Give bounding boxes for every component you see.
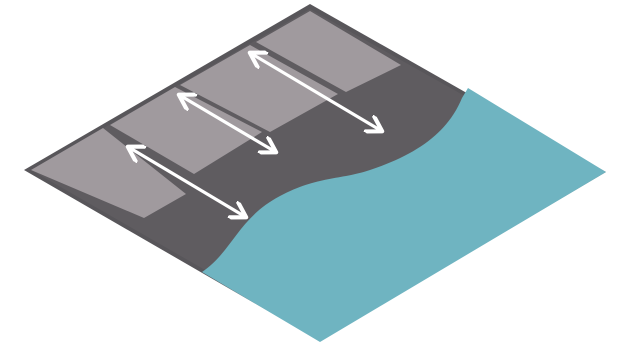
isometric-shoreline-diagram [0,0,623,342]
